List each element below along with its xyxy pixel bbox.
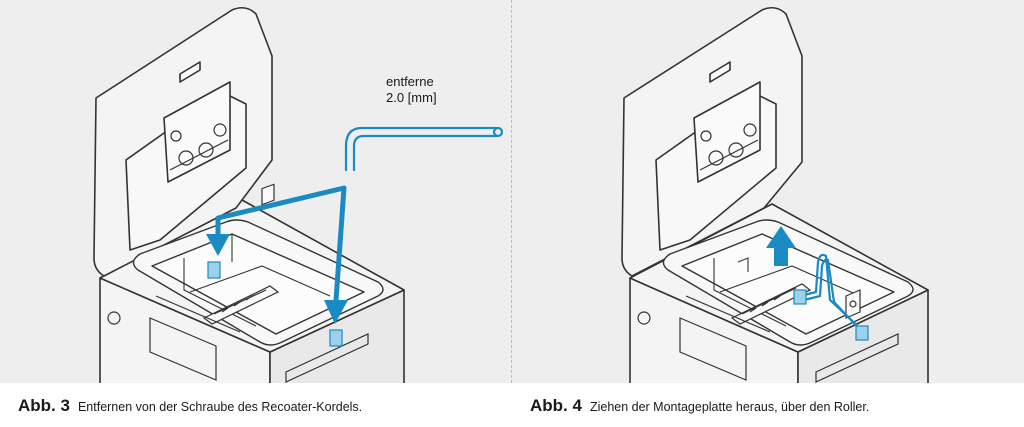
tool-label-line2: 2.0 [mm] (386, 90, 437, 105)
front-panel-details (107, 295, 369, 383)
tool-label: entferne 2.0 [mm] (386, 74, 437, 106)
figure-4-number: Abb. 4 (530, 396, 582, 415)
lid-rollers (699, 123, 759, 171)
figure-3-illustration: entferne 2.0 [mm] (0, 0, 512, 383)
panel-divider (511, 0, 512, 383)
roller-marker (855, 325, 869, 341)
plate-marker (793, 289, 807, 305)
arrow-head-right (324, 300, 348, 324)
arrow-head-left (206, 234, 230, 256)
pull-up-arrow (766, 226, 796, 266)
recoater-cord (798, 253, 868, 338)
mounting-bracket (845, 289, 861, 319)
front-panel-details (637, 295, 899, 383)
figure-4-caption: Abb. 4 Ziehen der Montageplatte heraus, … (530, 396, 869, 420)
figure-3-number: Abb. 3 (18, 396, 70, 415)
tool-label-line1: entferne (386, 74, 434, 89)
lid-handle (179, 61, 201, 83)
figure-4-text: Ziehen der Montageplatte heraus, über de… (589, 400, 870, 414)
screw-markers (207, 261, 343, 347)
direction-arrows (215, 185, 347, 303)
lid-mechanism (693, 81, 761, 183)
lid-mechanism (163, 81, 231, 183)
chamber-walls (713, 257, 861, 327)
arrow-heads (206, 234, 348, 324)
screw-marker-front (329, 329, 343, 347)
recoater-rail (202, 183, 280, 325)
lid-handle (709, 61, 731, 83)
printer-drawing-fig4 (621, 6, 929, 383)
hex-key-tool (344, 126, 504, 172)
screw-marker-top (207, 261, 221, 279)
figure-3-caption: Abb. 3 Entfernen von der Schraube des Re… (18, 396, 362, 420)
figure-4-illustration (512, 0, 1024, 383)
lid-rollers (169, 123, 229, 171)
figure-3-text: Entfernen von der Schraube des Recoater-… (77, 400, 363, 414)
printer-drawing-fig3 (93, 6, 504, 383)
recoater-rail (730, 283, 812, 325)
arrow-path (215, 185, 347, 303)
screw-markers (793, 289, 869, 341)
